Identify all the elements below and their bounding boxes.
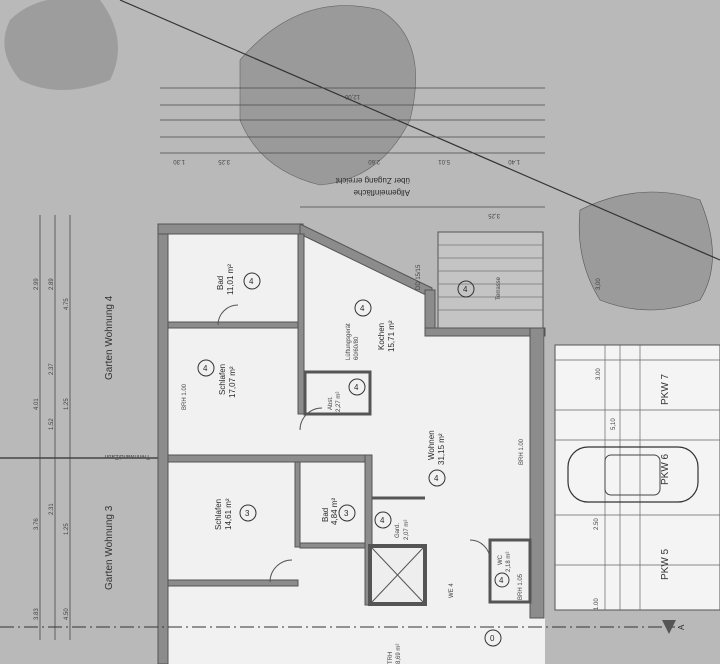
dim-left: 2.99	[34, 278, 40, 290]
plan-text: Bad	[321, 508, 330, 522]
parking-label: PKW 5	[660, 548, 671, 580]
plan-text: 4	[380, 516, 385, 525]
plan-text: 0	[490, 634, 495, 643]
top-dimension-chains: 12,00 1.30 3.25 2.60 5.01 1.40 3,25 Allg…	[160, 87, 545, 218]
garden-label: Garten Wohnung 4	[104, 295, 115, 380]
fence-label: Trennwand/Zaun	[105, 453, 150, 459]
plan-text: Gard.	[395, 523, 401, 538]
plan-text: 4	[203, 364, 208, 373]
car-icon	[567, 446, 699, 503]
property-line	[119, 0, 720, 261]
dim-top: 5.01	[438, 158, 450, 164]
parking-area: PKW 7 PKW 6 PKW 5 3,00 3.00 2.50 5,10 1.…	[554, 278, 720, 611]
dim-left: 4.75	[64, 298, 70, 310]
plan-text: 4	[499, 576, 504, 585]
terrace-label: Terrasse	[496, 276, 502, 300]
dim-right: 3,00	[596, 278, 602, 290]
plan-text: 4	[354, 383, 359, 392]
section-line: A	[0, 620, 686, 634]
dim-left: 3.83	[34, 608, 40, 620]
dim-top: 1.40	[508, 158, 520, 164]
section-arrow-icon	[662, 620, 676, 634]
dim-left: 1.25	[64, 398, 70, 410]
dim-top-total: 12,00	[344, 93, 360, 99]
plan-text: 2,27 m²	[336, 392, 342, 412]
room-abst-4: Abst.2,27 m² 4	[328, 378, 366, 412]
plan-text: 2,18 m²	[506, 552, 512, 572]
trees	[4, 0, 713, 311]
plan-text: 4	[360, 304, 365, 313]
plan-text: WC	[498, 554, 504, 565]
dim-left: 4.50	[64, 608, 70, 620]
dd-label: DD 15/15	[416, 264, 422, 290]
plan-text: Schlafen	[218, 364, 227, 395]
dim-left: 4.01	[34, 398, 40, 410]
dim-terrace: 3,25	[488, 212, 500, 218]
section-marker: A	[677, 624, 686, 630]
parking-label: PKW 6	[660, 453, 671, 485]
common-area-sublabel: über Zugang erreicht	[335, 176, 410, 185]
plan-text: Wohnen	[427, 430, 436, 460]
parking-label: PKW 7	[660, 373, 671, 405]
plan-text: 31,15 m²	[437, 433, 446, 465]
dim-right: 2.50	[594, 518, 600, 530]
dim-left: 2.89	[49, 278, 55, 290]
plan-text: 4	[434, 474, 439, 483]
terrace-unit: 4	[463, 285, 468, 294]
common-area-label: Allgemeinfläche	[353, 188, 410, 197]
room-gard-4: Gard.2,07 m² 4	[374, 511, 410, 540]
plan-text: TRH	[388, 652, 394, 664]
plan-text: 4,84 m²	[330, 498, 339, 525]
plan-text: 11,01 m²	[226, 264, 235, 295]
dim-top: 1.30	[173, 158, 185, 164]
plan-text: 8,69 m²	[396, 644, 402, 664]
plan-text: 15,71 m²	[387, 320, 396, 352]
brh-label: BRH 1.00	[182, 383, 188, 410]
brh-label: BRH 1.05	[518, 573, 524, 600]
left-dimension-chains: Trennwand/Zaun Garten Wohnung 4 Garten W…	[0, 215, 160, 640]
plan-text: 3	[344, 509, 349, 518]
terrace: 4 Terrasse	[437, 231, 544, 331]
plan-text: Schlafen	[214, 499, 223, 530]
plan-text: 3	[245, 509, 250, 518]
plan-text: 14,61 m²	[224, 498, 233, 530]
plan-text: Bad	[216, 276, 225, 290]
plan-text: Kochen	[377, 323, 386, 350]
dim-top: 2.60	[368, 158, 380, 164]
plan-text: 17,07 m²	[228, 366, 237, 398]
plan-text: 2,07 m²	[404, 520, 410, 540]
we-label: WE 4	[449, 583, 455, 598]
dim-left: 3.76	[34, 518, 40, 530]
dim-top: 3.25	[218, 158, 230, 164]
plan-text: Abst.	[328, 396, 334, 410]
brh-label: BRH 1.00	[519, 438, 525, 465]
plan-text: 60/60/80	[354, 336, 360, 360]
dim-right: 1.00	[594, 598, 600, 610]
building	[157, 223, 546, 664]
plan-text: 4	[249, 277, 254, 286]
dim-left: 2.37	[49, 363, 55, 375]
dim-right: 3.00	[596, 368, 602, 380]
dim-right: 5,10	[611, 418, 617, 430]
plan-text: Lüftungsgerät	[346, 323, 352, 360]
dim-left: 1.52	[49, 418, 55, 430]
dim-left: 2.31	[49, 503, 55, 515]
dim-left: 1.25	[64, 523, 70, 535]
garden-label: Garten Wohnung 3	[104, 505, 115, 590]
